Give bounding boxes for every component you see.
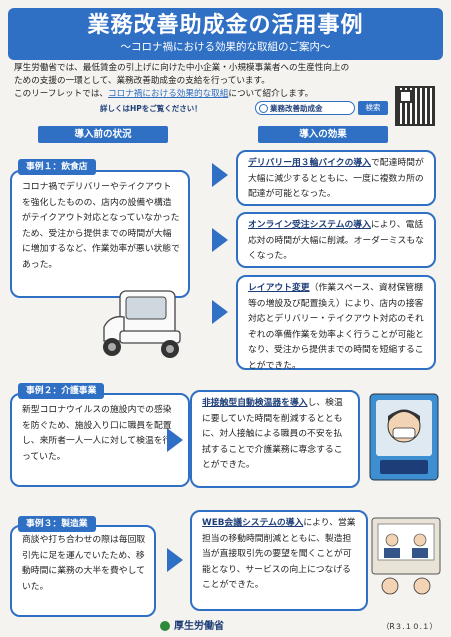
case-3-text: 商談や打ち合わせの際は毎回取引先に足を運んでいたため、移動時間に業務の大半を費や…: [22, 535, 146, 592]
arrow-right-icon: [212, 300, 228, 324]
page-subtitle: ～コロナ禍における効果的な取組のご案内～: [120, 41, 331, 53]
mhlw-logo-icon: [160, 621, 170, 631]
search-button[interactable]: 検索: [358, 101, 388, 115]
effect-1-box: デリバリー用３輪バイクの導入で配達時間が大幅に減少するとともに、一度に複数カ所の…: [236, 150, 436, 206]
intro-line-3-post: について紹介します。: [228, 89, 314, 99]
effect-3-box: レイアウト変更（作業スペース、資材保管棚等の増設及び配置換え）により、店内の接客…: [236, 275, 436, 371]
case-2-text: 新型コロナウイルスの施設内での感染を防ぐため、施設入り口に職員を配置し、来所者一…: [22, 405, 172, 462]
effect-2-box: オンライン受注システムの導入により、電話応対の時間が大幅に削減。オーダーミスもな…: [236, 212, 436, 268]
arrow-right-icon: [212, 228, 228, 252]
mhlw-logo-text: 厚生労働省: [174, 621, 224, 632]
search-box[interactable]: 業務改善助成金: [255, 101, 355, 115]
header-banner: 業務改善助成金の活用事例 ～コロナ禍における効果的な取組のご案内～: [8, 8, 443, 60]
case-3-tag: 事例３：製造業: [18, 511, 96, 532]
effect-2-text: により、電話応対の時間が大幅に削減。オーダーミスもなくなった。: [248, 220, 424, 261]
case-1-tag: 事例１：飲食店: [18, 154, 96, 175]
intro-line-3: このリーフレットでは、コロナ禍における効果的な取組について紹介します。: [14, 88, 386, 101]
qr-code-icon[interactable]: [395, 86, 435, 126]
effect-1-lead: デリバリー用３輪バイクの導入: [248, 158, 371, 168]
effect-5-lead: WEB会議システムの導入: [202, 518, 304, 528]
intro-line-3-pre: このリーフレットでは、: [14, 89, 109, 99]
case-3-box: 商談や打ち合わせの際は毎回取引先に足を運んでいたため、移動時間に業務の大半を費や…: [10, 525, 156, 617]
intro-line-1: 厚生労働省では、最低賃金の引上げに向けた中小企業・小規模事業者への生産性向上の: [14, 63, 350, 73]
after-column-heading: 導入の効果: [258, 126, 388, 143]
case-1-text: コロナ禍でデリバリーやテイクアウトを強化したものの、店内の設備や構造がテイクアウ…: [22, 182, 180, 270]
case-3-label: 事例３：製造業: [18, 516, 96, 532]
arrow-right-icon: [167, 428, 183, 452]
effect-1-text: で配達時間が大幅に減少するとともに、一度に複数カ所の配達が可能となった。: [248, 158, 424, 199]
effect-4-lead: 非接触型自動検温器を導入: [202, 398, 308, 408]
web-meeting-illustration: [371, 517, 441, 595]
delivery-scooter-illustration: [103, 290, 181, 358]
intro-text: 厚生労働省では、最低賃金の引上げに向けた中小企業・小規模事業者への生産性向上の …: [14, 62, 386, 101]
search-term: 業務改善助成金: [270, 104, 323, 113]
mhlw-logo: 厚生労働省: [160, 617, 224, 632]
effect-5-text: により、営業担当の移動時間削減とともに、製造担当が直接取引先の要望を聞くことが可…: [202, 518, 356, 590]
details-text: 詳しくはHPをご覧ください！: [100, 104, 202, 113]
case-2-box: 新型コロナウイルスの施設内での感染を防ぐため、施設入り口に職員を配置し、来所者一…: [10, 393, 190, 487]
intro-highlight: コロナ禍における効果的な取組: [108, 89, 229, 99]
effect-4-text: し、検温に要していた時間を削減するとともに、対人接触による職員の不安を払拭するこ…: [202, 398, 343, 470]
effect-3-lead: レイアウト変更: [248, 283, 310, 293]
intro-line-2: ための支援の一環として、業務改善助成金の支給を行っています。: [14, 76, 270, 86]
edition-date: （R３.１０.１）: [382, 622, 437, 631]
effect-4-box: 非接触型自動検温器を導入し、検温に要していた時間を削減するとともに、対人接触によ…: [190, 390, 360, 488]
details-row: 詳しくはHPをご覧ください！ 業務改善助成金 検索: [100, 101, 390, 117]
case-2-label: 事例２：介護事業: [18, 383, 105, 399]
effect-3-text: （作業スペース、資材保管棚等の増設及び配置換え）により、店内の接客対応とデリバリ…: [248, 283, 424, 371]
case-1-box: コロナ禍でデリバリーやテイクアウトを強化したものの、店内の設備や構造がテイクアウ…: [10, 170, 190, 298]
effect-2-lead: オンライン受注システムの導入: [248, 220, 371, 230]
page-title: 業務改善助成金の活用事例: [87, 13, 364, 38]
search-icon: [259, 104, 268, 113]
case-2-tag: 事例２：介護事業: [18, 378, 105, 399]
effect-5-box: WEB会議システムの導入により、営業担当の移動時間削減とともに、製造担当が直接取…: [190, 510, 368, 611]
arrow-right-icon: [167, 548, 183, 572]
temperature-check-illustration: [369, 393, 439, 481]
arrow-right-icon: [212, 163, 228, 187]
before-column-heading: 導入前の状況: [38, 126, 168, 143]
case-1-label: 事例１：飲食店: [18, 159, 96, 175]
